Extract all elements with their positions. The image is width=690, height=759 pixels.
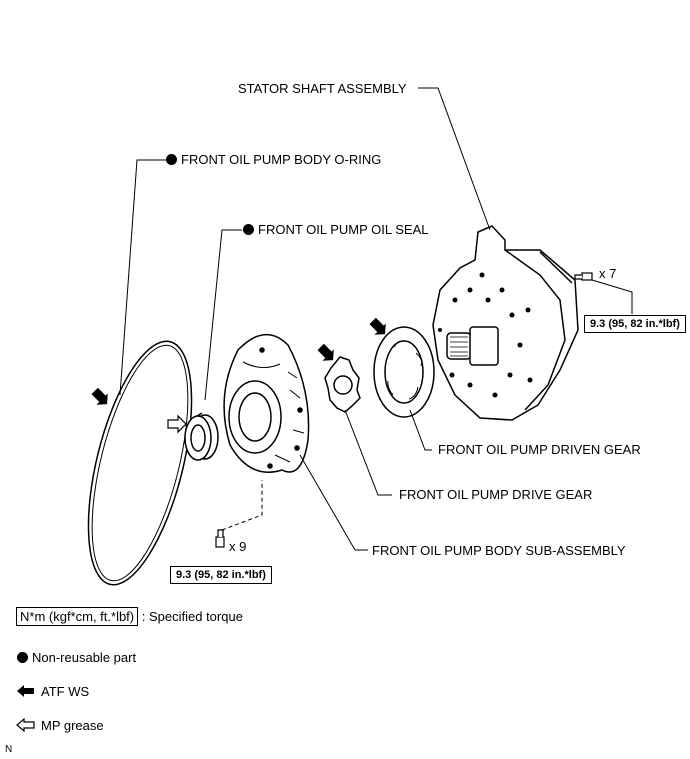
- atf-arrow-icons: [91, 317, 386, 405]
- stator-shaft-leader: [418, 87, 491, 231]
- pump-body-label: FRONT OIL PUMP BODY SUB-ASSEMBLY: [372, 543, 626, 558]
- bottom-bolt-count: x 9: [229, 539, 247, 554]
- non-reusable-legend-dot-icon: [17, 652, 28, 663]
- driven-gear-label: FRONT OIL PUMP DRIVEN GEAR: [438, 442, 641, 457]
- torque-legend: N*m (kgf*cm, ft.*lbf) : Specified torque: [16, 607, 243, 626]
- corner-mark: N: [5, 744, 13, 755]
- o-ring-label-text: FRONT OIL PUMP BODY O-RING: [181, 152, 382, 167]
- driven-gear-leader: [409, 409, 432, 451]
- atf-legend-text: ATF WS: [41, 684, 90, 699]
- non-reusable-legend: Non-reusable part: [17, 650, 136, 666]
- top-torque-spec: 9.3 (95, 82 in.*lbf): [584, 315, 686, 333]
- pump-body-part: [223, 333, 310, 473]
- drive-gear-leader: [344, 409, 392, 496]
- bolt-dash-line: [221, 480, 263, 531]
- drive-gear-label: FRONT OIL PUMP DRIVE GEAR: [399, 487, 593, 502]
- non-reusable-legend-text: Non-reusable part: [32, 650, 137, 665]
- non-reusable-dot-icon: [243, 224, 254, 235]
- grease-arrow-icon: [167, 414, 187, 434]
- torque-legend-unit: N*m (kgf*cm, ft.*lbf): [16, 607, 139, 626]
- drive-gear-part: [324, 356, 361, 413]
- top-bolt-count: x 7: [599, 266, 617, 281]
- grease-legend-text: MP grease: [41, 718, 104, 733]
- top-torque-leader: [591, 279, 633, 314]
- oil-seal-label: FRONT OIL PUMP OIL SEAL: [243, 222, 429, 238]
- o-ring-part: [87, 340, 193, 586]
- stator-shaft-part: [432, 225, 579, 421]
- driven-gear-part: [373, 326, 435, 418]
- pump-body-leader: [299, 454, 368, 551]
- atf-legend-icon: [17, 685, 34, 697]
- o-ring-leader: [119, 159, 168, 396]
- grease-legend-icon: [16, 717, 35, 733]
- oil-seal-part: [184, 412, 219, 461]
- o-ring-label: FRONT OIL PUMP BODY O-RING: [166, 152, 381, 168]
- oil-seal-label-text: FRONT OIL PUMP OIL SEAL: [258, 222, 429, 237]
- bottom-bolt: [215, 529, 225, 548]
- stator-shaft-label: STATOR SHAFT ASSEMBLY: [238, 81, 407, 96]
- oil-seal-leader: [204, 229, 242, 401]
- bottom-torque-spec: 9.3 (95, 82 in.*lbf): [170, 566, 272, 584]
- torque-legend-text: : Specified torque: [141, 609, 243, 624]
- top-bolt: [574, 272, 593, 281]
- non-reusable-dot-icon: [166, 154, 177, 165]
